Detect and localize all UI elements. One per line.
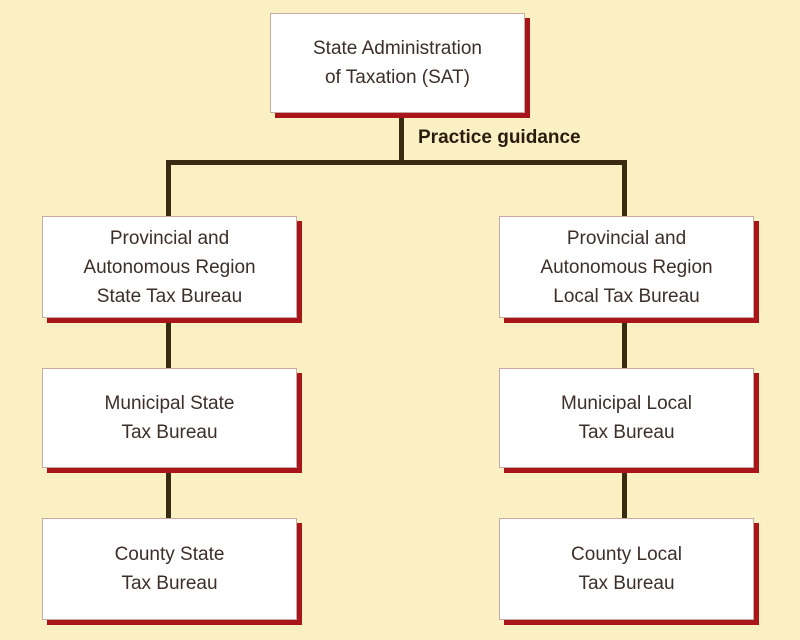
connector-left-1-2 (166, 318, 171, 368)
box-county-local-tax-bureau: County Local Tax Bureau (499, 518, 754, 620)
box-county-state-tax-bureau: County State Tax Bureau (42, 518, 297, 620)
connector-top-down (399, 113, 404, 165)
box-municipal-local-tax-bureau: Municipal Local Tax Bureau (499, 368, 754, 468)
box-municipal-state-tax-bureau: Municipal State Tax Bureau (42, 368, 297, 468)
box-sat: State Administration of Taxation (SAT) (270, 13, 525, 113)
practice-guidance-label: Practice guidance (418, 127, 581, 148)
connector-left-drop (166, 160, 171, 216)
connector-horizontal (166, 160, 627, 165)
connector-right-1-2 (622, 318, 627, 368)
connector-right-2-3 (622, 468, 627, 518)
box-provincial-local-tax-bureau: Provincial and Autonomous Region Local T… (499, 216, 754, 318)
connector-right-drop (622, 160, 627, 216)
box-provincial-state-tax-bureau: Provincial and Autonomous Region State T… (42, 216, 297, 318)
connector-left-2-3 (166, 468, 171, 518)
